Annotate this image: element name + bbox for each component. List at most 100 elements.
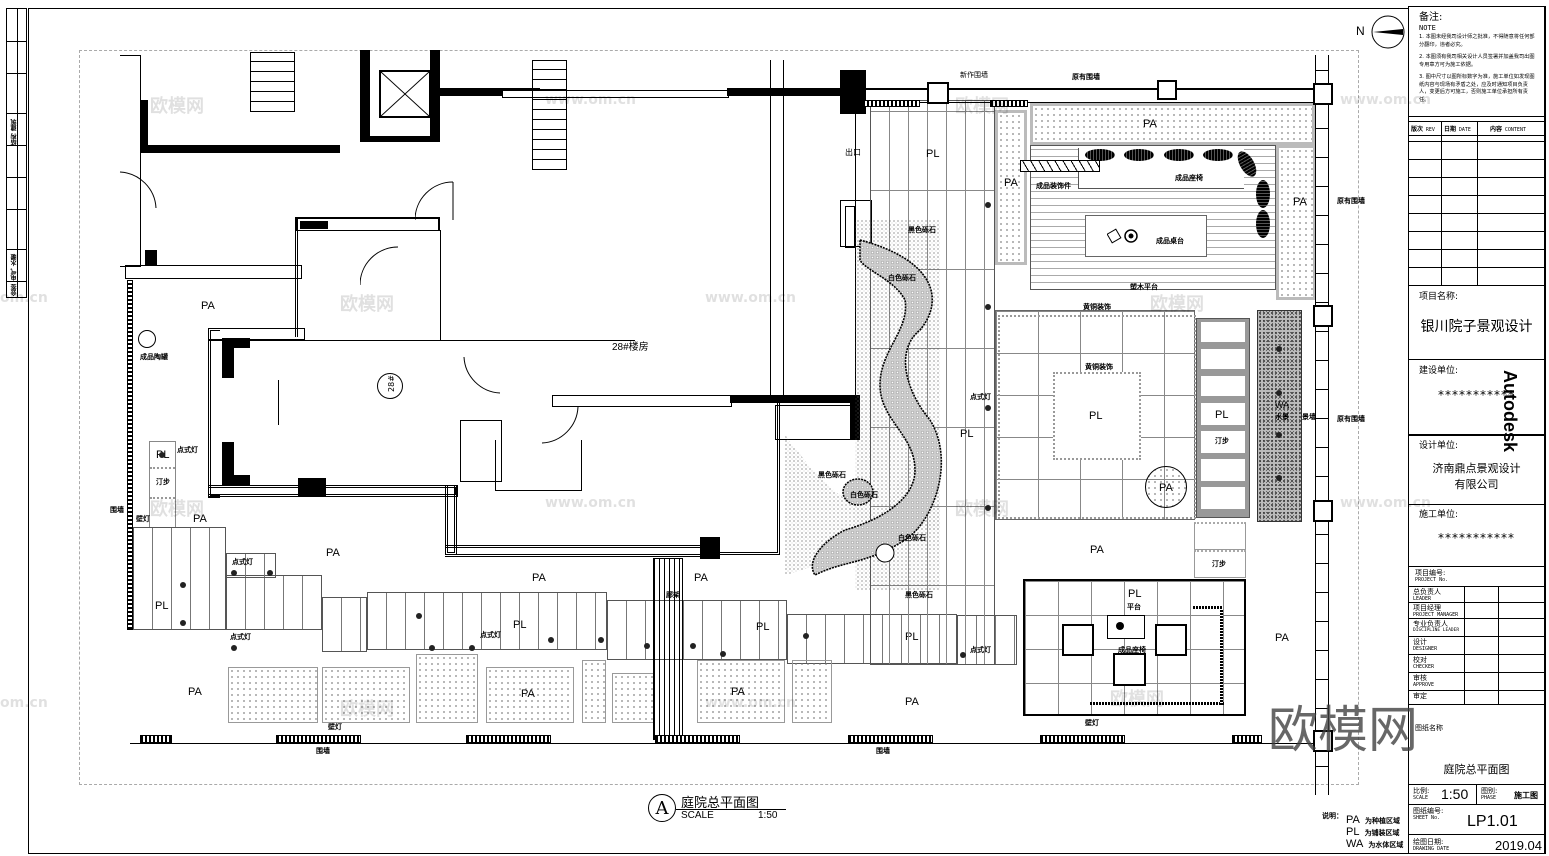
stairs-upper [532,60,567,170]
fence-bottom [276,735,361,743]
zone-pl-lower-midright: PL [756,621,770,633]
white-pebble-label: 白色砾石 [850,491,878,499]
note-3: 3. 图中尺寸以图所标数字为准，施工单位如发现图纸内容与现场有矛盾之处，应及时通… [1419,74,1535,103]
designer-company-section: 设计单位: 济南鼎点景观设计 有限公司 [1409,435,1544,505]
sheet-name-section: 图纸名称 庭院总平面图 [1409,705,1544,785]
planting-bed-left [995,110,1027,265]
zone-pl-platform: PL [1128,588,1142,600]
stepping-column [1196,318,1250,518]
decor-piece [1020,160,1100,172]
north-arrow: N [1356,14,1412,50]
strip-light [1090,702,1225,705]
planting-bed [416,654,478,723]
deck-mid-3 [607,600,787,660]
zone-pa-right-bed: PA [1293,196,1307,208]
armchair [1155,624,1187,656]
signoff-label-countersign: 会签 [11,284,18,296]
spotlight-label: 点式灯 [232,558,253,566]
client-value: *********** [1438,388,1515,402]
lounge-label: 成品座椅 [1118,646,1146,654]
black-pebble-label: 黑色砾石 [905,591,933,599]
black-pebble-label: 黑色砾石 [908,226,936,234]
stepping-label: 汀步 [156,478,170,486]
note-2: 2. 本图须有我司相关设计人员签署并加盖我司出图专用章方可为施工依据。 [1419,54,1535,68]
armchair [1062,624,1094,656]
note-1: 1. 本图未经我司设计师之批准，不得随意将任何部分翻印，违者必究。 [1419,34,1535,48]
fence-label: 围墙 [110,506,124,514]
landscape-wall-label: 景墙 [1302,413,1316,421]
stepping-label: 汀步 [1215,437,1229,445]
signoff-label-electric: 电气 水暖 [11,254,18,281]
sheet-border [28,8,1408,854]
orig-fence-label: 原有围墙 [1072,73,1100,81]
deck-left-2 [226,575,322,630]
zone-pl-column: PL [1215,409,1229,421]
new-fence-label: 新作围墙 [960,71,988,79]
black-pebble-label: 黑色砾石 [818,471,846,479]
brass-label: 黄铜装饰 [1083,303,1111,311]
note-heading-en: NOTE [1419,24,1436,32]
notes-section: 备注: NOTE 1. 本图未经我司设计师之批准，不得随意将任何部分翻印，违者必… [1409,7,1544,117]
planting-bed [697,660,785,723]
deck-mid-2 [367,592,607,650]
round-planter [1145,466,1187,508]
coffee-table [1107,615,1145,639]
zone-pl-strip-mid: PL [960,428,974,440]
scale-value: 1:50 [1441,786,1469,802]
door-swing [360,246,399,285]
compass-icon [1371,15,1405,49]
armchair [1113,653,1146,686]
client-section: 建设单位: *********** [1409,360,1544,435]
spotlight-label: 点式灯 [970,393,991,401]
contractor-section: 施工单位: *********** [1409,505,1544,567]
fence-bottom [1232,735,1262,743]
signoff-strip: 结构 建筑 电气 水暖 会签 [6,8,27,298]
spotlight-label: 点式灯 [177,446,198,454]
planter-circle [138,330,156,348]
lounge-platform [1023,579,1246,716]
revision-rows [1409,136,1544,286]
spotlight-label: 点式灯 [480,631,501,639]
drawing-title: 庭院总平面图 [681,795,760,810]
zone-pa-left-top: PA [201,300,215,312]
drawing-date: 2019.04 [1495,838,1542,853]
step-lower [1194,522,1246,550]
north-label: N [1356,24,1365,38]
decor-label: 成品装饰件 [1036,182,1071,190]
planting-bed [582,660,606,723]
fence-post [1313,83,1333,105]
platform-label: 平台 [1127,603,1141,611]
scale-label: SCALE [681,810,714,821]
strip-light [1220,610,1223,705]
zone-pa-top: PA [1143,118,1157,130]
fence-post [1313,305,1333,327]
designer-company-2: 有限公司 [1454,478,1499,491]
zone-pa-left-bed: PA [1004,177,1018,189]
stairs-left [250,52,295,112]
zone-pa-round: PA [1159,482,1173,494]
white-pebble-label: 白色砾石 [898,534,926,542]
door-swing [463,356,501,394]
zone-pl-lower-left: PL [155,600,169,612]
fence-top-segment [990,100,1028,107]
note-heading: 备注: [1419,12,1443,23]
sheet-number: LP1.01 [1467,813,1518,830]
wall-light-label: 壁灯 [136,515,150,523]
wall-light-label: 壁灯 [328,723,342,731]
spotlight-label: 点式灯 [230,633,251,641]
inner-pl-square [1053,372,1141,460]
zone-pl-center: PL [1089,410,1103,422]
legend-item: PL 为铺装区域 [1346,826,1400,838]
water-label: 水景 [1275,413,1289,421]
pergola [653,558,683,740]
zone-pa-bottom-left: PA [188,686,202,698]
deck-label: 塑木平台 [1130,283,1158,291]
fence-top-segment [862,100,920,107]
sofa-label: 成品座椅 [1175,174,1203,182]
scale-phase-row: 比例:SCALE 1:50 图别:PHASE 施工图 [1409,785,1544,805]
brass-label: 黄铜装饰 [1085,363,1113,371]
fence-bottom [140,735,172,743]
legend: 说明： PA 为种植区域 PL 为铺装区域 WA 为水体区域 [1322,808,1412,850]
exit-label: 出口 [845,148,861,157]
